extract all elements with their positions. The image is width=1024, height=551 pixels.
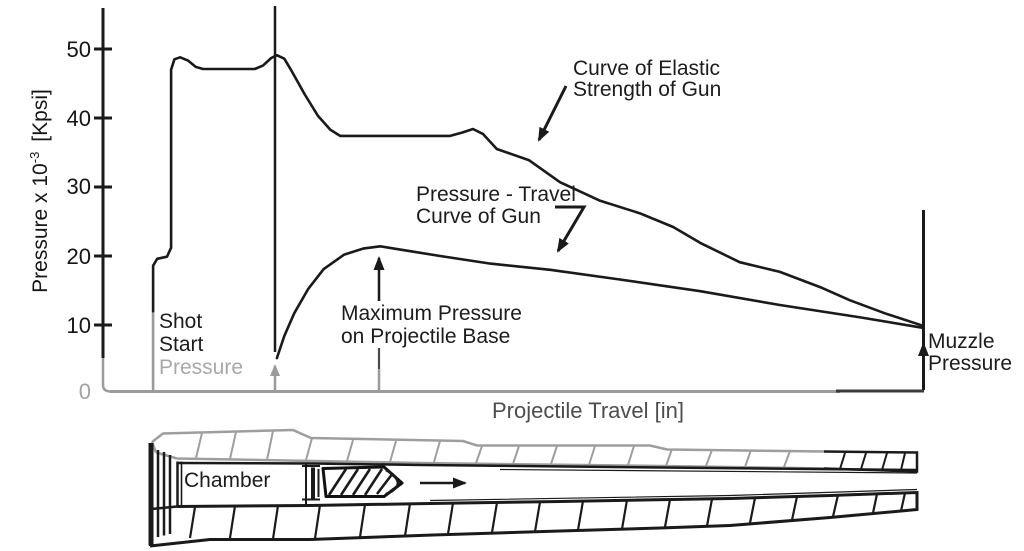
pressure-travel-curve: [275, 245, 925, 360]
chamber-label: Chamber: [184, 469, 271, 492]
chamber-step-and-seal: [302, 463, 320, 505]
y-axis: [94, 8, 112, 393]
y-axis-title-base: Pressure x 10: [29, 163, 52, 293]
y-axis-title: Pressure x 10-3 [Kpsi]: [27, 51, 53, 331]
x-axis-title: Projectile Travel [in]: [492, 398, 684, 423]
annotation-muzzle-pressure: Muzzle Pressure: [928, 330, 1013, 375]
projectile-hatching: [327, 468, 395, 496]
projectile-nose-line: [385, 468, 400, 496]
elastic-label-arrow: [537, 85, 568, 142]
annotation-elastic-strength: Curve of Elastic Strength of Gun: [573, 57, 722, 101]
barrel-cross-section: [148, 428, 919, 548]
pressure-travel-label-arrow: [555, 205, 587, 253]
y-tick-label-30: 30: [66, 174, 91, 199]
elastic-strength-curve: [151, 53, 925, 328]
bore-lines: [176, 461, 918, 502]
x-axis: [110, 389, 924, 393]
annotation-pressure-travel: Pressure - Travel Curve of Gun: [416, 183, 576, 228]
y-axis-title-unit: [Kpsi]: [29, 89, 52, 142]
y-axis-ticks: [94, 47, 112, 327]
y-tick-label-0: 0: [78, 379, 91, 404]
breech-block: [148, 443, 183, 545]
projectile: [321, 465, 404, 498]
barrel-bottom-wall: [148, 490, 919, 548]
y-tick-label-40: 40: [66, 106, 91, 131]
annotation-shot-start-pressure: Shot Start Pressure: [159, 310, 244, 379]
y-tick-label-10: 10: [66, 313, 91, 338]
y-tick-label-50: 50: [66, 37, 91, 62]
y-axis-title-exponent: -3: [27, 151, 42, 164]
annotation-max-pressure: Maximum Pressure on Projectile Base: [341, 302, 522, 348]
y-tick-label-20: 20: [66, 244, 91, 269]
barrel-top-wall-gray: [150, 428, 825, 470]
